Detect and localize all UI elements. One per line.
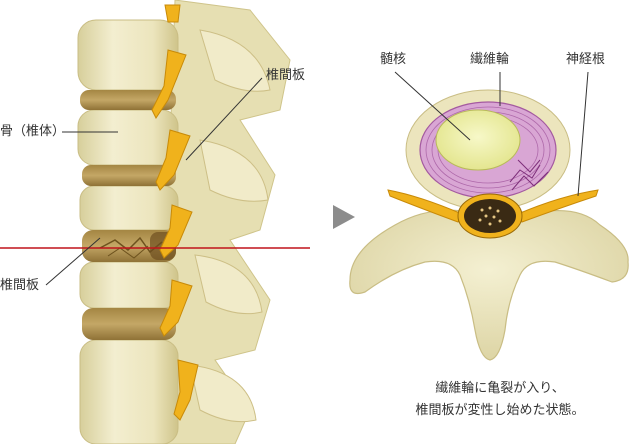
leader-disc-lower — [45, 237, 101, 286]
vertebra-5 — [79, 339, 179, 445]
label-nerve-root: 神経根 — [566, 52, 606, 67]
nucleus-pulposus — [435, 109, 521, 171]
nerve-root-left — [387, 189, 463, 223]
nerve-roots — [151, 4, 199, 421]
vertebra-1 — [77, 19, 179, 91]
label-disc-lower: 椎間板 — [0, 278, 40, 293]
label-disc-upper: 椎間板 — [266, 68, 306, 83]
label-annulus: 繊維輪 — [470, 52, 510, 67]
cross-section — [349, 71, 629, 361]
vertebra-3 — [79, 185, 179, 231]
caption-line-1: 繊維輪に亀裂が入り、 — [435, 381, 565, 396]
label-vertebral-body: 骨（椎体） — [0, 124, 66, 139]
disc-4 — [82, 308, 176, 340]
vertebral-arch — [349, 209, 629, 361]
leader-nucleus — [394, 71, 471, 141]
label-nucleus: 髄核 — [380, 52, 407, 67]
leader-nerve-root — [577, 71, 589, 197]
triangle-right-icon — [333, 205, 355, 229]
leader-disc-upper — [185, 77, 263, 161]
disc-2 — [82, 165, 176, 186]
vertebra-4 — [79, 261, 179, 309]
posterior-processes — [159, 0, 291, 445]
vertebra-2 — [77, 109, 179, 166]
disc-1 — [80, 90, 176, 110]
annulus-tear — [509, 159, 549, 191]
caption-line-2: 椎間板が変性し始めた状態。 — [415, 403, 585, 418]
lateral-spine — [0, 0, 310, 445]
spinal-cord — [464, 199, 516, 233]
caption: 繊維輪に亀裂が入り、 椎間板が変性し始めた状態。 — [400, 378, 600, 422]
